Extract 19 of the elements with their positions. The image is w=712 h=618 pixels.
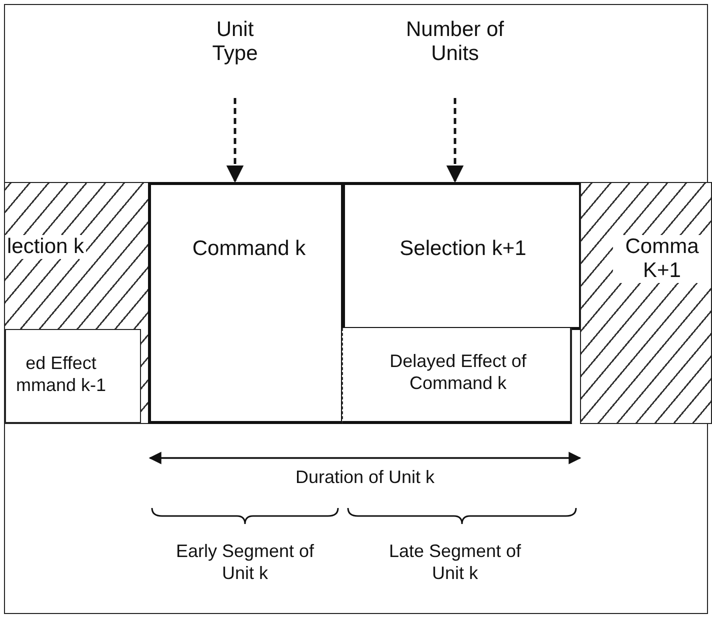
unit-box [342, 182, 582, 330]
block-label: Command k [191, 237, 307, 261]
block-label: ed Effect mmand k-1 [14, 352, 108, 396]
arrow [446, 98, 464, 183]
hatched-block [4, 182, 150, 424]
annotation-text: Unit Type [211, 18, 259, 66]
block-label: lection k [5, 235, 86, 259]
effect-box [5, 329, 141, 423]
annotation-text: Late Segment of Unit k [388, 540, 522, 584]
effect-box [342, 328, 572, 424]
annotation-text: Number of Units [405, 18, 505, 66]
block-label: Comma K+1 [613, 235, 711, 283]
hatched-block [580, 182, 712, 424]
unit-box [148, 182, 344, 424]
arrow [226, 98, 244, 183]
annotation-text: Duration of Unit k [294, 466, 436, 488]
block-label: Selection k+1 [398, 237, 528, 261]
annotation-text: Early Segment of Unit k [175, 540, 315, 584]
block-label: Delayed Effect of Command k [388, 350, 528, 394]
